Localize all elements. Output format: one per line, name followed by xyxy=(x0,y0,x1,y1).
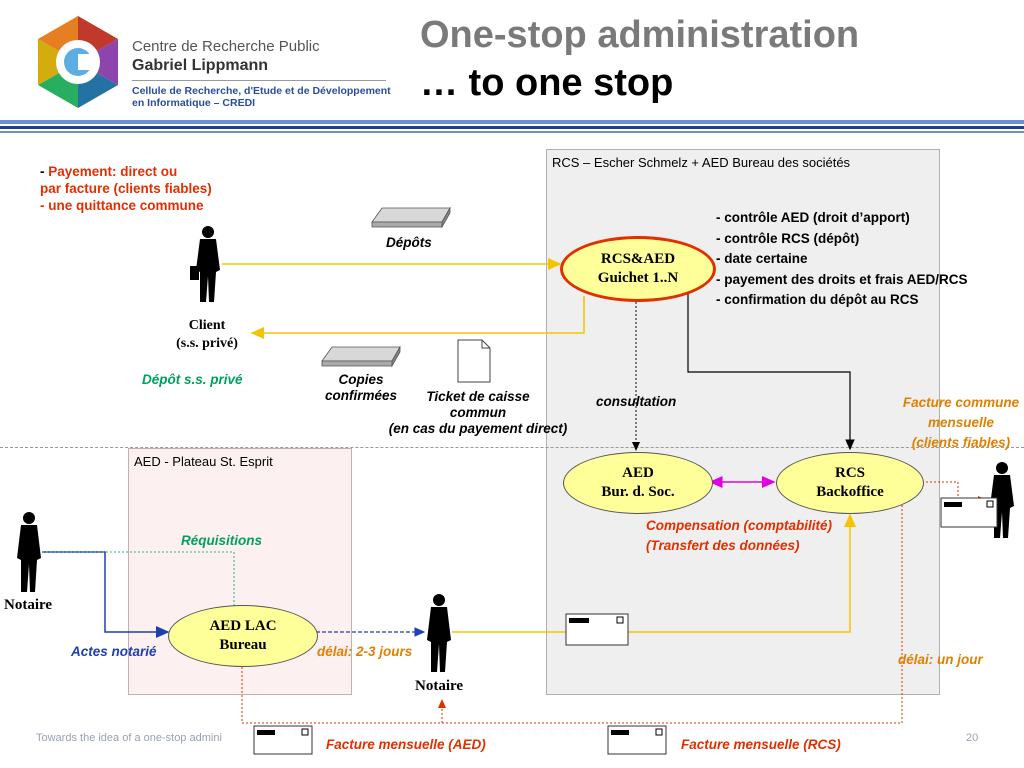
rcs-region-label: RCS – Escher Schmelz + AED Bureau des so… xyxy=(552,155,851,170)
ticket-line3: (en cas du payement direct) xyxy=(388,421,568,436)
ticket-line1: Ticket de caisse xyxy=(426,389,530,404)
copies-line2: confirmées xyxy=(324,388,398,403)
logo-line4: en Informatique – CREDI xyxy=(132,97,256,109)
delai-23-label: délai: 2-3 jours xyxy=(317,644,413,659)
control-item: - confirmation du dépôt au RCS xyxy=(716,292,919,307)
node-aed-lac[interactable]: AED LAC Bureau xyxy=(168,605,318,667)
payment-dash: - xyxy=(40,164,49,179)
node-rcs-line2: Backoffice xyxy=(816,484,884,500)
node-rcs-backoffice[interactable]: RCS Backoffice xyxy=(776,452,924,514)
client-person-icon xyxy=(190,226,220,302)
node-aed-soc-line1: AED xyxy=(622,465,654,481)
header-bar-mid xyxy=(0,126,1024,129)
facture-commune-line2: mensuelle xyxy=(927,415,995,430)
header-bar-top xyxy=(0,120,1024,124)
facture-aed-label: Facture mensuelle (AED) xyxy=(326,737,486,752)
client-type: (s.s. privé) xyxy=(176,336,238,351)
page-subtitle: … to one stop xyxy=(420,62,674,104)
node-rcs-line1: RCS xyxy=(834,465,865,481)
client-label: Client (s.s. privé) xyxy=(162,317,252,353)
client-name: Client xyxy=(188,318,226,333)
facture-commune-line1: Facture commune xyxy=(902,395,1020,410)
actes-label: Actes notarié xyxy=(71,644,157,659)
control-list: - contrôle AED (droit d’apport) - contrô… xyxy=(716,208,968,311)
logo-line3: Cellule de Recherche, d'Etude et de Déve… xyxy=(132,85,391,97)
notaire-left-label: Notaire xyxy=(4,597,53,613)
page-title: One-stop administration xyxy=(420,14,860,56)
control-item: - date certaine xyxy=(716,251,808,266)
footer-text: Towards the idea of a one-stop admini xyxy=(36,732,222,744)
node-guichet[interactable]: RCS&AED Guichet 1..N xyxy=(560,236,716,302)
invoice-icon-aed xyxy=(253,725,313,755)
copies-label: Copies confirmées xyxy=(322,372,400,404)
node-aed-soc[interactable]: AED Bur. d. Soc. xyxy=(563,452,713,514)
logo-hexagon-icon xyxy=(38,16,118,108)
payment-line1: Payement: direct ou xyxy=(48,164,178,179)
notaire-left-person-icon xyxy=(17,512,41,592)
compensation-line1: Compensation (comptabilité) xyxy=(646,518,833,533)
node-guichet-line1: RCS&AED xyxy=(600,251,676,267)
notaire-mid-person-icon xyxy=(427,594,451,672)
control-item: - payement des droits et frais AED/RCS xyxy=(716,271,968,287)
node-aed-lac-line2: Bureau xyxy=(219,637,267,653)
copies-line1: Copies xyxy=(338,372,384,387)
control-item: - contrôle AED (droit d’apport) xyxy=(716,210,910,225)
separator-dashed xyxy=(0,447,1024,448)
control-item: - contrôle RCS (dépôt) xyxy=(716,230,860,246)
depot-prive-label: Dépôt s.s. privé xyxy=(142,372,243,387)
delai-jour-label: délai: un jour xyxy=(898,652,983,667)
facture-commune-line3: (clients fiables) xyxy=(911,435,1011,450)
payment-line2: par facture (clients fiables) xyxy=(40,181,212,196)
compensation-line2: (Transfert des données) xyxy=(646,538,800,553)
node-guichet-line2: Guichet 1..N xyxy=(597,270,679,286)
facture-rcs-label: Facture mensuelle (RCS) xyxy=(681,737,841,752)
logo-divider xyxy=(132,80,386,81)
invoice-icon-right xyxy=(940,497,998,528)
compensation-label: Compensation (comptabilité) (Transfert d… xyxy=(646,516,832,556)
invoice-icon-mid xyxy=(565,613,629,646)
aed-region-label: AED - Plateau St. Esprit xyxy=(134,454,273,469)
invoice-icon-rcs xyxy=(607,725,667,755)
logo-line2: Gabriel Lippmann xyxy=(132,57,269,74)
requisitions-label: Réquisitions xyxy=(181,533,263,548)
facture-commune-label: Facture commune mensuelle (clients fiabl… xyxy=(898,393,1024,453)
logo-line1: Centre de Recherche Public xyxy=(132,38,320,55)
payment-notes: - Payement: direct ou par facture (clien… xyxy=(40,163,212,214)
ticket-label: Ticket de caisse commun (en cas du payem… xyxy=(378,389,578,437)
node-aed-lac-line1: AED LAC xyxy=(209,618,277,634)
ticket-line2: commun xyxy=(449,405,507,420)
node-aed-soc-line2: Bur. d. Soc. xyxy=(601,484,675,500)
page-number: 20 xyxy=(966,732,979,744)
consultation-label: consultation xyxy=(596,394,677,409)
logo xyxy=(30,14,126,110)
payment-line3: - une quittance commune xyxy=(40,198,204,213)
notaire-mid-label: Notaire xyxy=(415,678,464,694)
header-bar-bottom xyxy=(0,131,1024,133)
depots-label: Dépôts xyxy=(386,235,432,250)
